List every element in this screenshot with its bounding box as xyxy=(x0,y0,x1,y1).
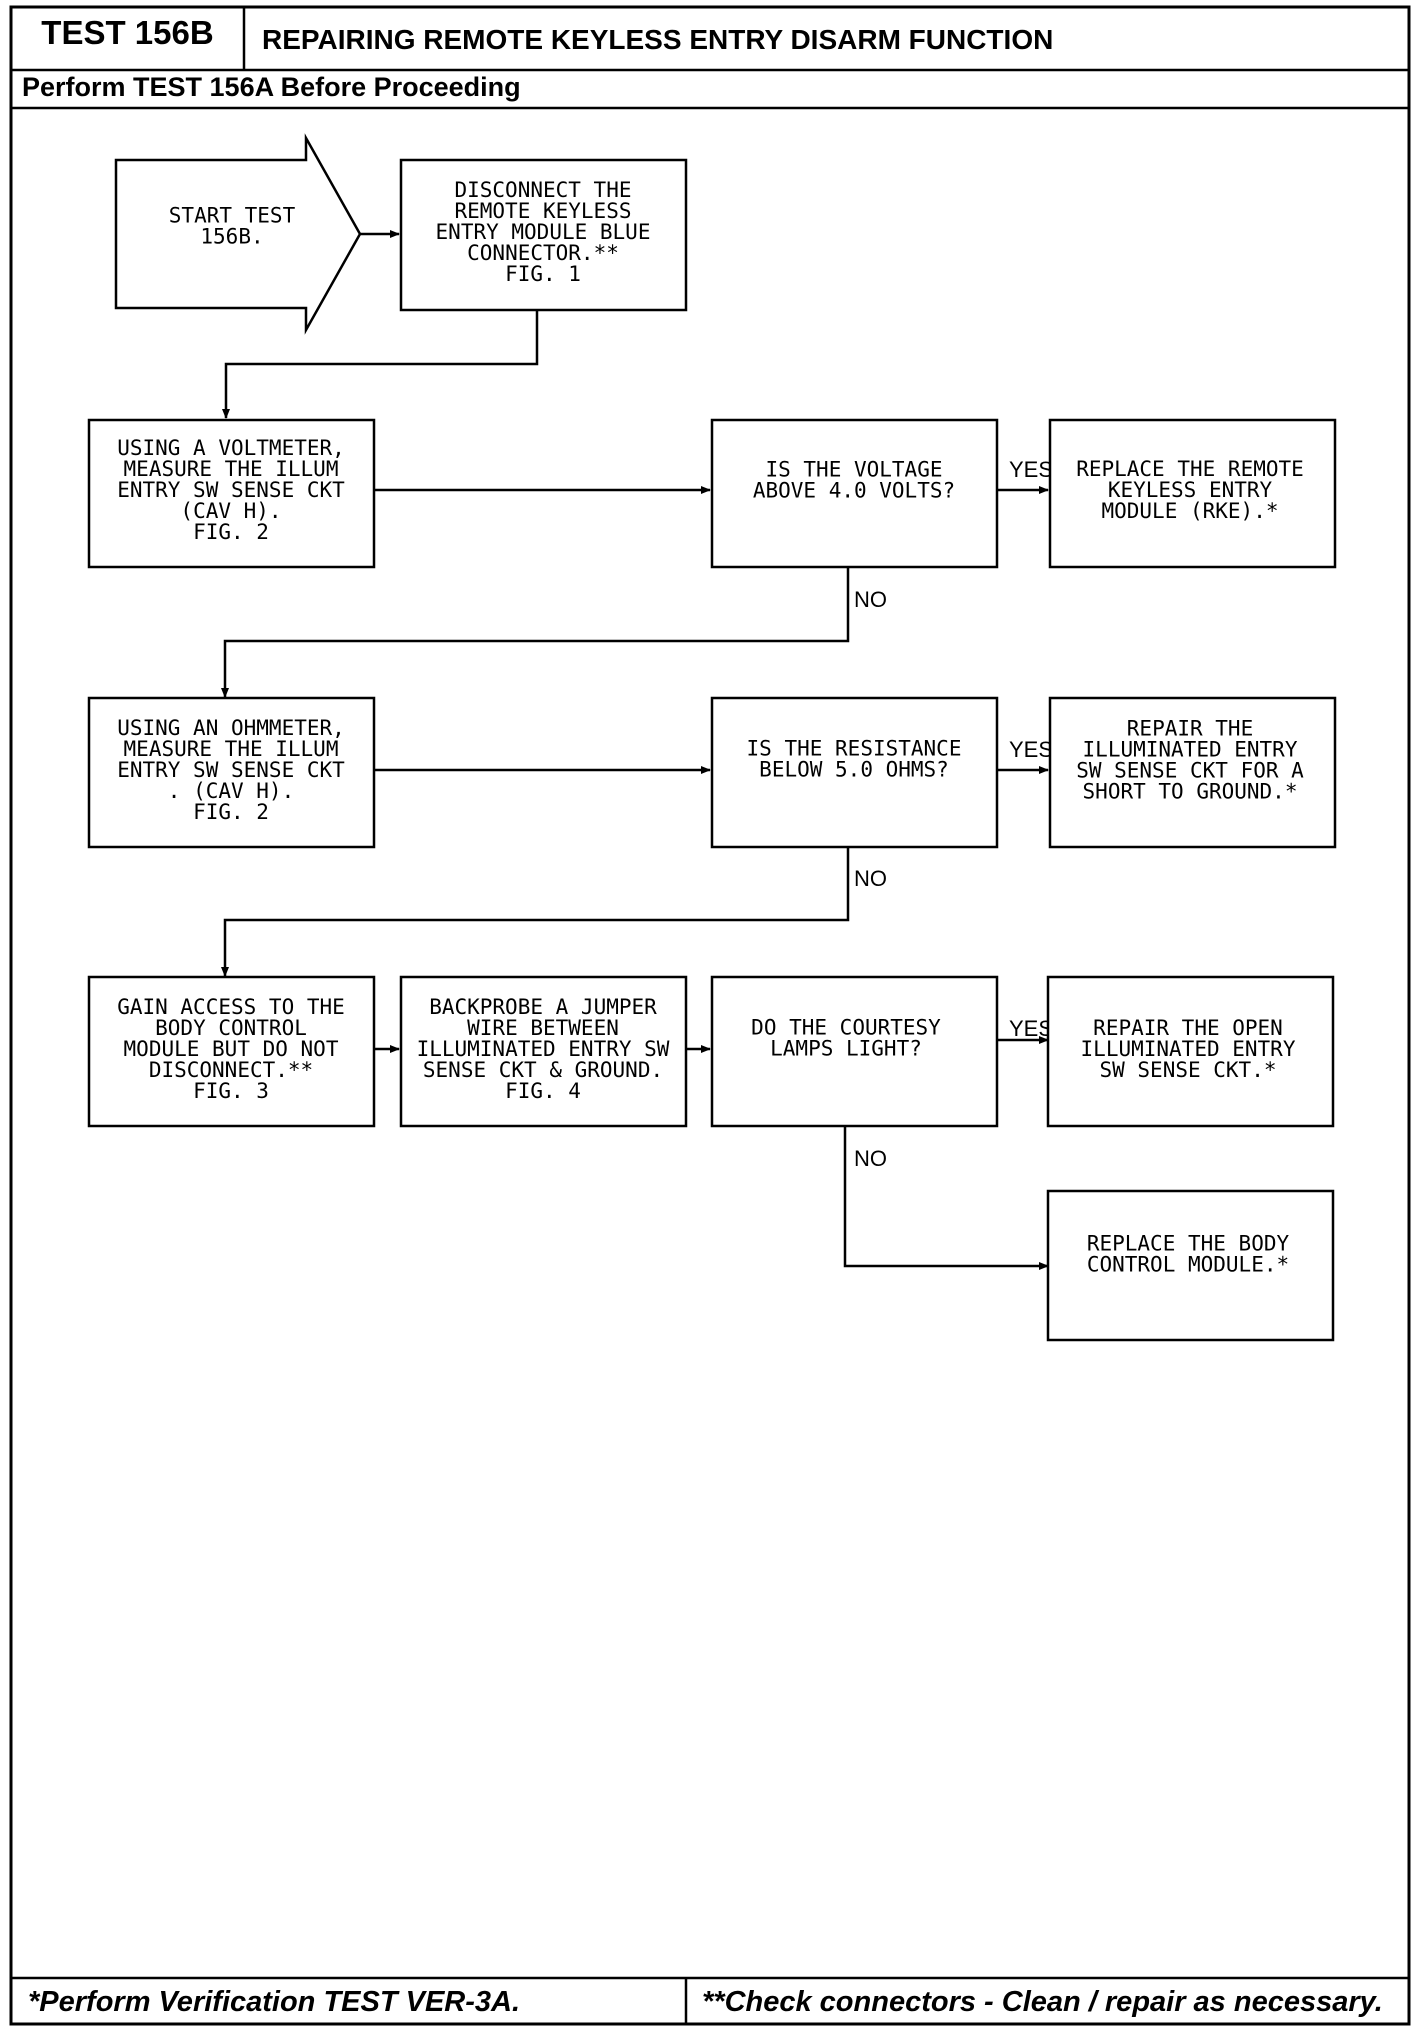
yes-label: YES xyxy=(1009,737,1053,762)
verification-note: *Perform Verification TEST VER-3A. xyxy=(28,1986,521,2018)
page-title: REPAIRING REMOTE KEYLESS ENTRY DISARM FU… xyxy=(262,24,1054,55)
node-text-line: IS THE RESISTANCE xyxy=(747,737,962,761)
node-text-line: MODULE (RKE).* xyxy=(1101,499,1278,523)
node-text-line: USING AN OHMMETER, xyxy=(117,716,345,740)
edge-voltage-no xyxy=(221,567,850,698)
node-text-line: SW SENSE CKT.* xyxy=(1099,1058,1276,1082)
prerequisite-note: Perform TEST 156A Before Proceeding xyxy=(22,72,521,102)
node-text-line: START TEST xyxy=(169,204,296,228)
node-text-line: ENTRY SW SENSE CKT xyxy=(117,478,345,502)
node-text-line: FIG. 2 xyxy=(193,800,269,824)
node-text-line: MEASURE THE ILLUM xyxy=(124,457,339,481)
node-text-line: GAIN ACCESS TO THE xyxy=(117,995,345,1019)
node-text-line: ILLUMINATED ENTRY xyxy=(1081,1037,1296,1061)
node-text-line: LAMPS LIGHT? xyxy=(770,1037,922,1061)
node-text-line: DO THE COURTESY xyxy=(751,1016,941,1040)
connectors xyxy=(221,230,1049,1270)
edge-lamps-no xyxy=(843,1126,1049,1270)
node-text-line: IS THE VOLTAGE xyxy=(765,458,942,482)
node-text-line: ENTRY MODULE BLUE xyxy=(436,220,651,244)
edge-disconnect-to-voltmeter xyxy=(222,310,539,419)
no-label: NO xyxy=(854,866,887,891)
node-text-line: REPLACE THE REMOTE xyxy=(1076,457,1304,481)
no-label: NO xyxy=(854,587,887,612)
node-text-line: ENTRY SW SENSE CKT xyxy=(117,758,345,782)
connector-note: **Check connectors - Clean / repair as n… xyxy=(702,1986,1383,2018)
edge-resistance-no xyxy=(221,847,850,977)
node-text-line: ILLUMINATED ENTRY SW xyxy=(417,1037,670,1061)
node-text-line: (CAV H). xyxy=(180,499,281,523)
node-text-line: FIG. 1 xyxy=(505,262,581,286)
node-text-line: DISCONNECT.** xyxy=(149,1058,313,1082)
yes-label: YES xyxy=(1009,1016,1053,1041)
node-text-line: ILLUMINATED ENTRY xyxy=(1083,738,1298,762)
node-text-line: FIG. 3 xyxy=(193,1079,269,1103)
node-text-line: ABOVE 4.0 VOLTS? xyxy=(753,479,955,503)
node-text-line: FIG. 4 xyxy=(505,1079,581,1103)
node-text-line: BODY CONTROL xyxy=(155,1016,307,1040)
no-label: NO xyxy=(854,1146,887,1171)
node-text-line: FIG. 2 xyxy=(193,520,269,544)
node-text-line: USING A VOLTMETER, xyxy=(117,436,345,460)
node-text-line: MODULE BUT DO NOT xyxy=(124,1037,339,1061)
node-text-line: BACKPROBE A JUMPER xyxy=(429,995,657,1019)
node-text-line: DISCONNECT THE xyxy=(454,178,631,202)
node-text-line: CONNECTOR.** xyxy=(467,241,619,265)
node-text-line: REMOTE KEYLESS xyxy=(454,199,631,223)
node-text-line: SENSE CKT & GROUND. xyxy=(423,1058,663,1082)
test-id: TEST 156B xyxy=(41,14,214,51)
node-text-line: REPLACE THE BODY xyxy=(1087,1232,1290,1256)
node-text-line: . (CAV H). xyxy=(168,779,294,803)
node-text-line: REPAIR THE OPEN xyxy=(1093,1016,1283,1040)
node-text-line: REPAIR THE xyxy=(1127,717,1253,741)
node-text-line: KEYLESS ENTRY xyxy=(1108,478,1273,502)
node-text-line: SW SENSE CKT FOR A xyxy=(1076,759,1304,783)
node-text-line: CONTROL MODULE.* xyxy=(1087,1253,1289,1277)
node-text-line: 156B. xyxy=(200,225,263,249)
node-text-line: MEASURE THE ILLUM xyxy=(124,737,339,761)
outer-border xyxy=(9,5,1411,2026)
yes-label: YES xyxy=(1009,457,1053,482)
node-text-line: WIRE BETWEEN xyxy=(467,1016,619,1040)
node-text-line: SHORT TO GROUND.* xyxy=(1083,780,1298,804)
node-text-line: BELOW 5.0 OHMS? xyxy=(759,758,949,782)
